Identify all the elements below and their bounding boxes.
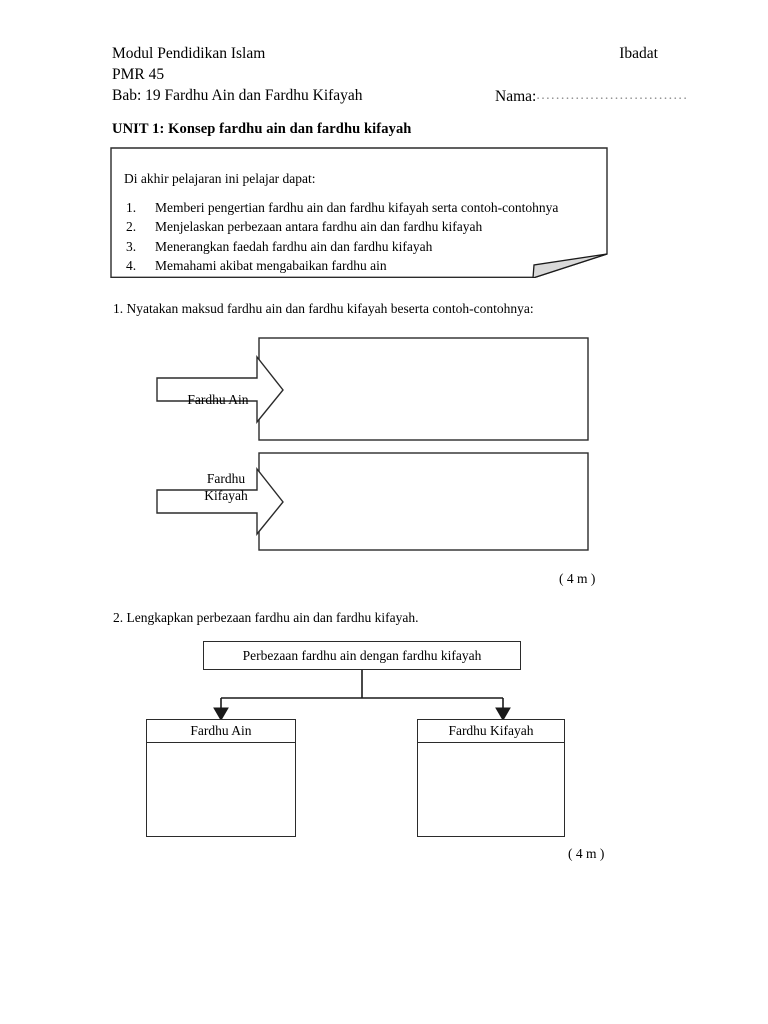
flowchart-box-fardhu-kifayah[interactable]: Fardhu Kifayah bbox=[417, 719, 565, 837]
module-title: Modul Pendidikan Islam bbox=[112, 45, 266, 62]
chapter-title: Bab: 19 Fardhu Ain dan Fardhu Kifayah bbox=[112, 87, 363, 104]
page-header: Modul Pendidikan Islam Ibadat PMR 45 Bab… bbox=[112, 43, 687, 106]
question-2-figure: Perbezaan fardhu ain dengan fardhu kifay… bbox=[140, 636, 580, 841]
question-2-text: 2. Lengkapkan perbezaan fardhu ain dan f… bbox=[113, 610, 419, 625]
objectives-list: 1. Memberi pengertian fardhu ain dan far… bbox=[122, 198, 608, 276]
subject-label: Ibadat bbox=[619, 45, 658, 62]
flowchart-box-fardhu-ain[interactable]: Fardhu Ain bbox=[146, 719, 296, 837]
objectives-content: Di akhir pelajaran ini pelajar dapat: 1.… bbox=[110, 147, 608, 278]
flowchart-box-left-title: Fardhu Ain bbox=[147, 720, 295, 743]
objective-text: Memberi pengertian fardhu ain dan fardhu… bbox=[155, 199, 559, 215]
module-code: PMR 45 bbox=[112, 66, 165, 83]
flowchart-box-left-answer[interactable] bbox=[147, 743, 295, 837]
flowchart-box-right-title: Fardhu Kifayah bbox=[418, 720, 564, 743]
question-1-figure: Fardhu Ain Fardhu Kifayah bbox=[140, 330, 610, 560]
folded-corner-icon bbox=[532, 253, 608, 278]
arrow-label-fardhu-ain: Fardhu Ain bbox=[187, 392, 249, 407]
marks-question-1: ( 4 m ) bbox=[559, 571, 596, 586]
objective-text: Memahami akibat mengabaikan fardhu ain bbox=[155, 258, 387, 273]
objective-item-1: 1. Memberi pengertian fardhu ain dan far… bbox=[122, 198, 608, 218]
objective-number: 3. bbox=[126, 238, 137, 254]
answer-box-fardhu-kifayah[interactable] bbox=[258, 452, 589, 551]
objective-number: 2. bbox=[126, 219, 137, 234]
question-1-text: 1. Nyatakan maksud fardhu ain dan fardhu… bbox=[113, 301, 534, 316]
unit-title: UNIT 1: Konsep fardhu ain dan fardhu kif… bbox=[112, 121, 412, 137]
header-row-3: Bab: 19 Fardhu Ain dan Fardhu Kifayah Na… bbox=[112, 85, 687, 106]
name-label: Nama: bbox=[495, 88, 537, 105]
name-dotted-line[interactable]: ............................... bbox=[536, 88, 689, 103]
objective-number: 1. bbox=[126, 199, 137, 215]
objective-item-2: 2. Menjelaskan perbezaan antara fardhu a… bbox=[122, 217, 608, 237]
objective-number: 4. bbox=[126, 258, 137, 273]
objective-item-3: 3. Menerangkan faedah fardhu ain dan far… bbox=[122, 237, 608, 257]
answer-box-fardhu-ain[interactable] bbox=[258, 337, 589, 441]
arrowhead-icon-right bbox=[495, 707, 511, 721]
arrowhead-icon-left bbox=[213, 707, 229, 721]
objectives-box: Di akhir pelajaran ini pelajar dapat: 1.… bbox=[110, 147, 608, 278]
objective-text: Menjelaskan perbezaan antara fardhu ain … bbox=[155, 219, 483, 234]
question-1-diagram bbox=[156, 337, 589, 551]
objective-item-4: 4. Memahami akibat mengabaikan fardhu ai… bbox=[122, 256, 608, 276]
header-row-2: PMR 45 bbox=[112, 64, 658, 85]
objective-text: Menerangkan faedah fardhu ain dan fardhu… bbox=[155, 238, 433, 254]
objectives-lead-text: Di akhir pelajaran ini pelajar dapat: bbox=[124, 171, 316, 186]
flowchart-title-box: Perbezaan fardhu ain dengan fardhu kifay… bbox=[203, 641, 521, 670]
flowchart-box-right-answer[interactable] bbox=[418, 743, 564, 837]
arrow-label-fardhu-kifayah: Fardhu Kifayah bbox=[204, 471, 248, 503]
block-arrow-icon-fardhu-ain bbox=[156, 354, 284, 424]
block-arrow-icon-fardhu-kifayah bbox=[156, 466, 284, 536]
objectives-box-outline bbox=[110, 147, 608, 278]
marks-question-2: ( 4 m ) bbox=[568, 846, 605, 861]
name-field-group[interactable]: Nama:............................... bbox=[495, 85, 688, 107]
header-row-1: Modul Pendidikan Islam Ibadat bbox=[112, 43, 658, 64]
flowchart-connectors bbox=[213, 670, 511, 721]
